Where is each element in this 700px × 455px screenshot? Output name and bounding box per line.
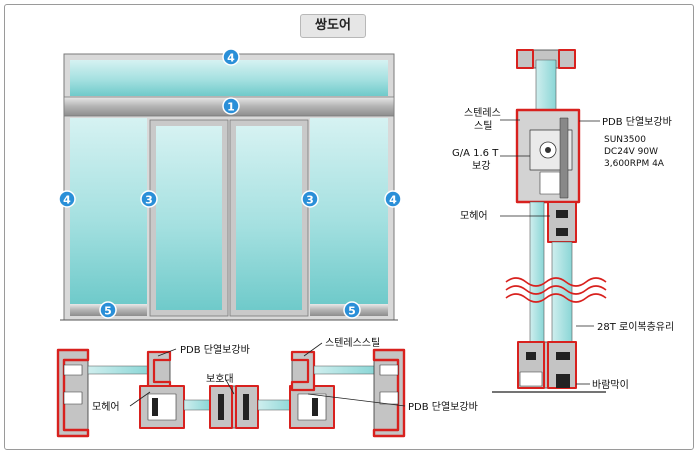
label-motor-power: DC24V 90W [604,147,658,157]
side-section [492,49,606,393]
label-mohair-side: 모헤어 [460,210,488,222]
plan-leaders [129,342,406,407]
svg-text:4: 4 [227,52,235,65]
label-ga-line2: 보강 [472,160,490,172]
marker-3-left: 3 [140,190,158,208]
marker-4-top: 4 [222,48,240,66]
marker-4-left: 4 [58,190,76,208]
figure-frame [4,4,694,450]
label-motor-model: SUN3500 [604,135,646,145]
side-glass-right [310,118,388,304]
label-stainless-line2: 스틸 [474,119,492,132]
label-draft-stop: 바람막이 [592,378,629,391]
marker-5-left: 5 [99,301,117,319]
figure-title: 쌍도어 [300,14,366,38]
svg-text:3: 3 [145,194,153,207]
break-lines [505,277,607,303]
label-stainless-steel: 스텐레스스틸 [325,336,380,349]
marker-1-header: 1 [222,97,240,115]
marker-3-right: 3 [301,190,319,208]
transom-glass [70,60,388,96]
label-pdb-bar-bottom: PDB 단열보강바 [408,401,478,413]
marker-4-right: 4 [384,190,402,208]
svg-text:3: 3 [306,194,314,207]
plan-section [56,348,406,438]
label-guard: 보호대 [206,373,234,385]
side-leaders [500,119,600,385]
svg-text:4: 4 [63,194,71,207]
label-pdb-bar-side: PDB 단열보강바 [602,116,672,128]
side-glass-left [70,118,147,304]
svg-text:5: 5 [104,305,112,318]
svg-text:1: 1 [227,101,235,114]
label-glass: 28T 로이복층유리 [597,321,674,333]
label-mohair: 모헤어 [92,401,120,413]
label-motor-rpm: 3,600RPM 4A [604,159,665,169]
label-pdb-bar-top: PDB 단열보강바 [180,344,250,356]
svg-text:5: 5 [348,305,356,318]
svg-text:4: 4 [389,194,397,207]
front-elevation [60,53,398,321]
label-stainless-line1: 스텐레스 [464,107,501,119]
marker-5-right: 5 [343,301,361,319]
label-ga-line1: G/A 1.6 T [452,148,499,159]
